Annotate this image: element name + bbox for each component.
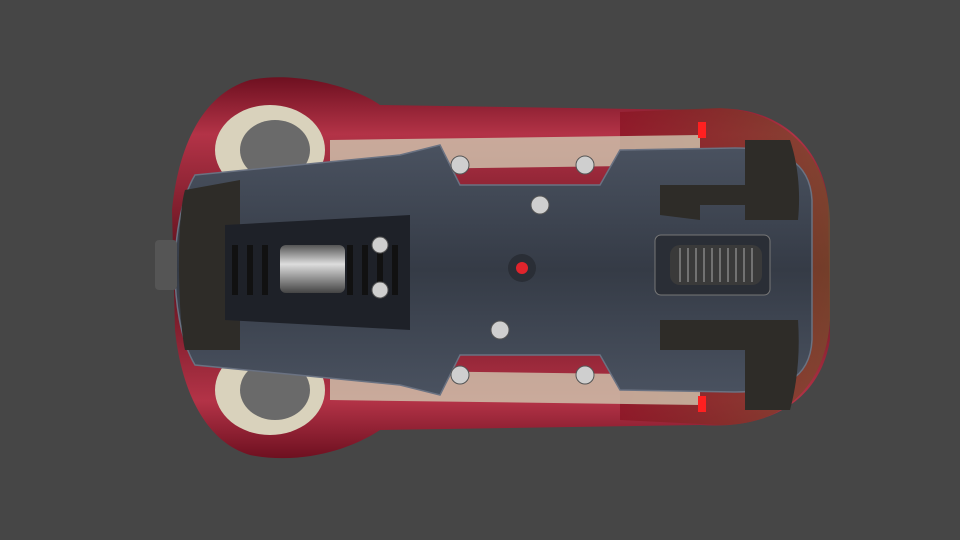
sensor-led	[516, 262, 528, 274]
glide-pad-top-rear	[745, 140, 800, 220]
bolts	[371, 155, 595, 385]
glide-pad-bottom-rear	[745, 320, 799, 410]
glide-pad-front	[178, 180, 240, 350]
glide-pad-bottom	[660, 320, 745, 350]
glide-pad-top	[660, 185, 745, 220]
front-connector	[155, 240, 177, 290]
scroll-wheel-ridges	[679, 248, 753, 282]
red-accent-top	[698, 122, 706, 138]
damper-cylinder	[280, 245, 345, 293]
mouse-render	[155, 77, 830, 459]
scroll-wheel	[670, 245, 762, 285]
red-accent-bottom	[698, 396, 706, 412]
spring	[232, 245, 398, 295]
